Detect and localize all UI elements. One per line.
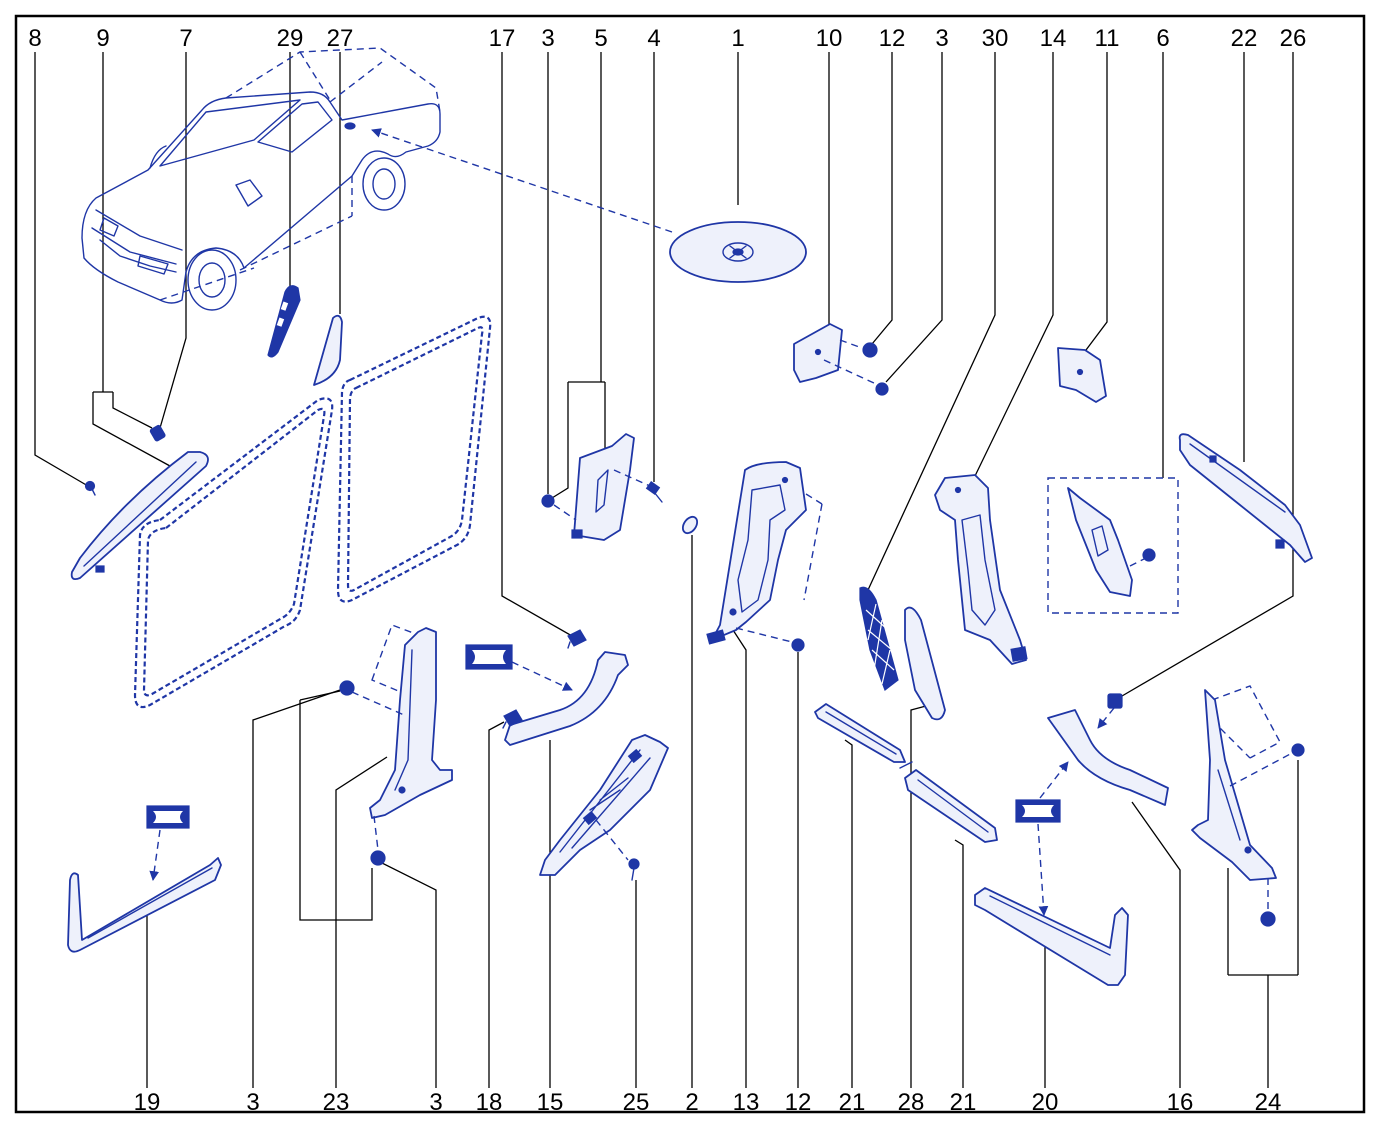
top-labels: 8 9 7 29 27 17 3 5 4 1 10 12 3 30 14 11 … <box>28 25 1306 52</box>
part-label: 4 <box>647 25 660 52</box>
part-label: 9 <box>96 25 109 52</box>
door-seal-rear <box>336 315 492 603</box>
part-22-roof-trim <box>1178 433 1313 563</box>
part-21-sill-plate-front <box>814 703 906 763</box>
part-label: 12 <box>879 25 906 52</box>
part-3-screw <box>541 494 555 508</box>
part-label: 5 <box>594 25 607 52</box>
part-26-clip <box>1097 693 1123 729</box>
part-21-sill-plate-rear <box>899 761 998 843</box>
part-12-nut <box>791 638 805 652</box>
part-27-corner-trim <box>313 314 343 386</box>
part-11-bracket <box>1057 347 1107 403</box>
part-label: 27 <box>327 25 354 52</box>
part-label: 21 <box>950 1089 977 1116</box>
part-29-trim-insert <box>267 285 301 358</box>
part-13-b-pillar-trim <box>706 461 823 645</box>
part-12-nut <box>862 342 878 358</box>
part-label: 22 <box>1231 25 1258 52</box>
part-25-dash-side-panel <box>539 734 669 876</box>
part-label: 7 <box>179 25 192 52</box>
part-label: 16 <box>1167 1089 1194 1116</box>
tag-icon-sill-front <box>146 805 190 881</box>
part-7-clip <box>149 424 166 442</box>
part-17-clip <box>567 629 587 649</box>
part-19-front-sill-trim <box>67 857 222 953</box>
part-label: 2 <box>685 1089 698 1116</box>
diagram-frame <box>14 14 1366 1114</box>
part-label: 21 <box>839 1089 866 1116</box>
part-label: 29 <box>277 25 304 52</box>
part-label: 17 <box>489 25 516 52</box>
part-24-c-pillar-trim <box>1191 685 1305 927</box>
part-label: 30 <box>982 25 1009 52</box>
part-16-rear-kick-trim <box>1047 709 1169 806</box>
part-label: 11 <box>1095 25 1120 52</box>
part-label: 23 <box>323 1089 350 1116</box>
part-label: 1 <box>731 25 744 52</box>
part-label: 25 <box>623 1089 650 1116</box>
tag-icon-rear <box>1015 761 1069 916</box>
part-label: 13 <box>733 1089 760 1116</box>
part-label: 20 <box>1032 1089 1059 1116</box>
part-label: 24 <box>1255 1089 1282 1116</box>
part-18-clip <box>502 709 523 729</box>
bottom-labels: 19 3 23 3 18 15 25 2 13 12 21 28 21 20 1… <box>134 1089 1282 1116</box>
part-label: 15 <box>537 1089 564 1116</box>
part-label: 3 <box>541 25 554 52</box>
part-9-a-pillar-trim <box>70 451 209 581</box>
part-1-sticker-disc <box>669 221 807 283</box>
part-label: 8 <box>28 25 41 52</box>
door-seal-front <box>133 397 334 709</box>
part-label: 3 <box>429 1089 442 1116</box>
part-3-nut <box>370 850 386 866</box>
part-2-grommet <box>681 515 699 535</box>
leader-lines <box>34 52 1299 1088</box>
part-label: 14 <box>1040 25 1067 52</box>
part-14-b-pillar-trim <box>934 474 1028 665</box>
part-label: 26 <box>1280 25 1307 52</box>
part-28-trim-cover <box>904 606 946 721</box>
part-5-pillar-trim <box>553 433 651 541</box>
part-4-bolt <box>645 481 663 503</box>
part-23-a-pillar-lower-trim <box>351 624 453 851</box>
part-label: 28 <box>898 1089 925 1116</box>
part-20-rear-sill-trim <box>974 887 1129 986</box>
tag-icon-front <box>465 644 573 691</box>
part-label: 19 <box>134 1089 161 1116</box>
part-label: 6 <box>1156 25 1169 52</box>
part-label: 18 <box>476 1089 503 1116</box>
part-25-screw <box>628 858 640 881</box>
part-30-speaker-grille <box>859 586 899 691</box>
vehicle-outline <box>81 47 673 311</box>
part-label: 10 <box>816 25 843 52</box>
part-15-sill-trim <box>504 651 629 746</box>
part-label: 3 <box>935 25 948 52</box>
part-8-screw <box>84 480 96 496</box>
part-label: 3 <box>246 1089 259 1116</box>
part-3-screw <box>875 382 889 396</box>
part-10-bracket <box>793 323 877 385</box>
part-6-assembly-box <box>1047 477 1179 614</box>
part-label: 12 <box>785 1089 812 1116</box>
part-3-nut <box>339 680 355 696</box>
